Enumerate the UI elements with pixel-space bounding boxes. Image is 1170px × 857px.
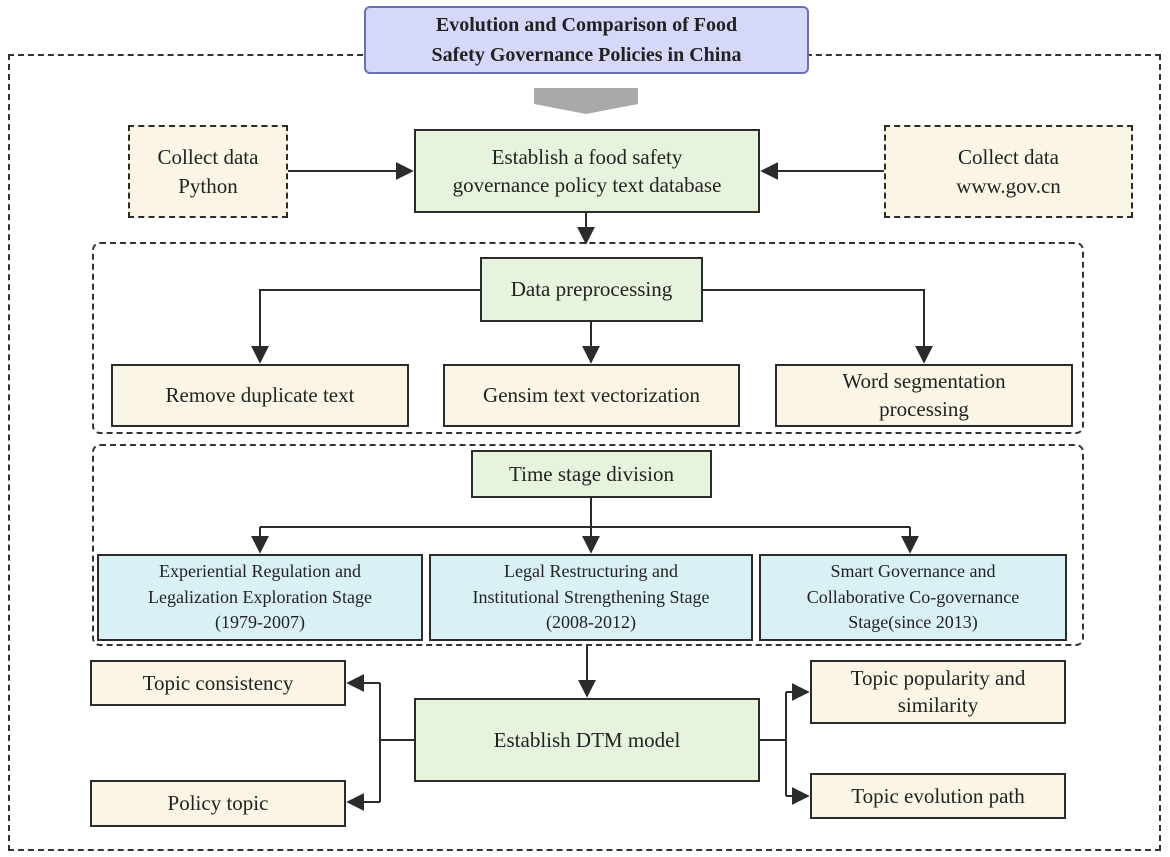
stage1-line-3: (1979-2007) (215, 612, 305, 633)
popularity-line-2: similarity (897, 693, 979, 717)
word-seg-line-1: Word segmentation (842, 369, 1006, 394)
stage-frame (92, 444, 1084, 646)
word-segmentation-step: Word segmentation processing (775, 364, 1073, 427)
database-line-1: Establish a food safety (491, 144, 683, 169)
collect-python-line-1: Collect data (157, 145, 259, 170)
database-line-2: governance policy text database (452, 173, 722, 197)
title-line-2: Safety Governance Policies in China (431, 44, 742, 66)
topic-consistency: Topic consistency (90, 660, 346, 706)
down-chevron-icon (534, 88, 638, 114)
stage-division-title: Time stage division (509, 461, 674, 486)
stage3-line-2: Collaborative Co-governance (806, 586, 1020, 607)
policy-topic: Policy topic (90, 780, 346, 827)
remove-duplicate-step: Remove duplicate text (111, 364, 409, 427)
policy-text-database: Establish a food safety governance polic… (414, 129, 760, 213)
preprocessing-title: Data preprocessing (510, 277, 673, 302)
popularity-line-1: Topic popularity and (850, 665, 1026, 690)
topic-evolution-path: Topic evolution path (810, 773, 1066, 819)
stage2-line-3: (2008-2012) (546, 612, 636, 633)
stage3-line-1: Smart Governance and (830, 561, 996, 582)
stage2-line-2: Institutional Strengthening Stage (472, 586, 710, 607)
data-preprocessing: Data preprocessing (480, 257, 703, 322)
collect-gov-line-2: www.gov.cn (956, 173, 1061, 198)
stage1-line-2: Legalization Exploration Stage (148, 586, 372, 607)
stage1-line-1: Experiential Regulation and (159, 561, 361, 582)
evolution-path-label: Topic evolution path (851, 783, 1025, 808)
title-line-1: Evolution and Comparison of Food (435, 14, 738, 36)
collect-data-python: Collect data Python (128, 125, 288, 218)
stage3-line-3: Stage(since 2013) (848, 612, 978, 633)
dtm-title: Establish DTM model (493, 727, 681, 752)
gensim-vectorization-step: Gensim text vectorization (443, 364, 740, 427)
remove-duplicate-label: Remove duplicate text (165, 383, 355, 408)
word-seg-line-2: processing (879, 396, 969, 421)
topic-popularity-similarity: Topic popularity and similarity (810, 660, 1066, 724)
dtm-model: Establish DTM model (414, 698, 760, 782)
stage2-line-1: Legal Restructuring and (504, 561, 678, 582)
collect-gov-line-1: Collect data (958, 145, 1059, 170)
collect-data-gov: Collect data www.gov.cn (884, 125, 1133, 218)
stage-since-2013: Smart Governance and Collaborative Co-go… (759, 554, 1067, 641)
collect-python-line-2: Python (178, 173, 238, 198)
topic-consistency-label: Topic consistency (142, 670, 294, 695)
stage-1979-2007: Experiential Regulation and Legalization… (97, 554, 423, 641)
time-stage-division: Time stage division (471, 450, 712, 498)
policy-topic-label: Policy topic (167, 791, 269, 816)
gensim-label: Gensim text vectorization (483, 383, 700, 408)
diagram-title: Evolution and Comparison of Food Safety … (364, 6, 809, 74)
stage-2008-2012: Legal Restructuring and Institutional St… (429, 554, 753, 641)
